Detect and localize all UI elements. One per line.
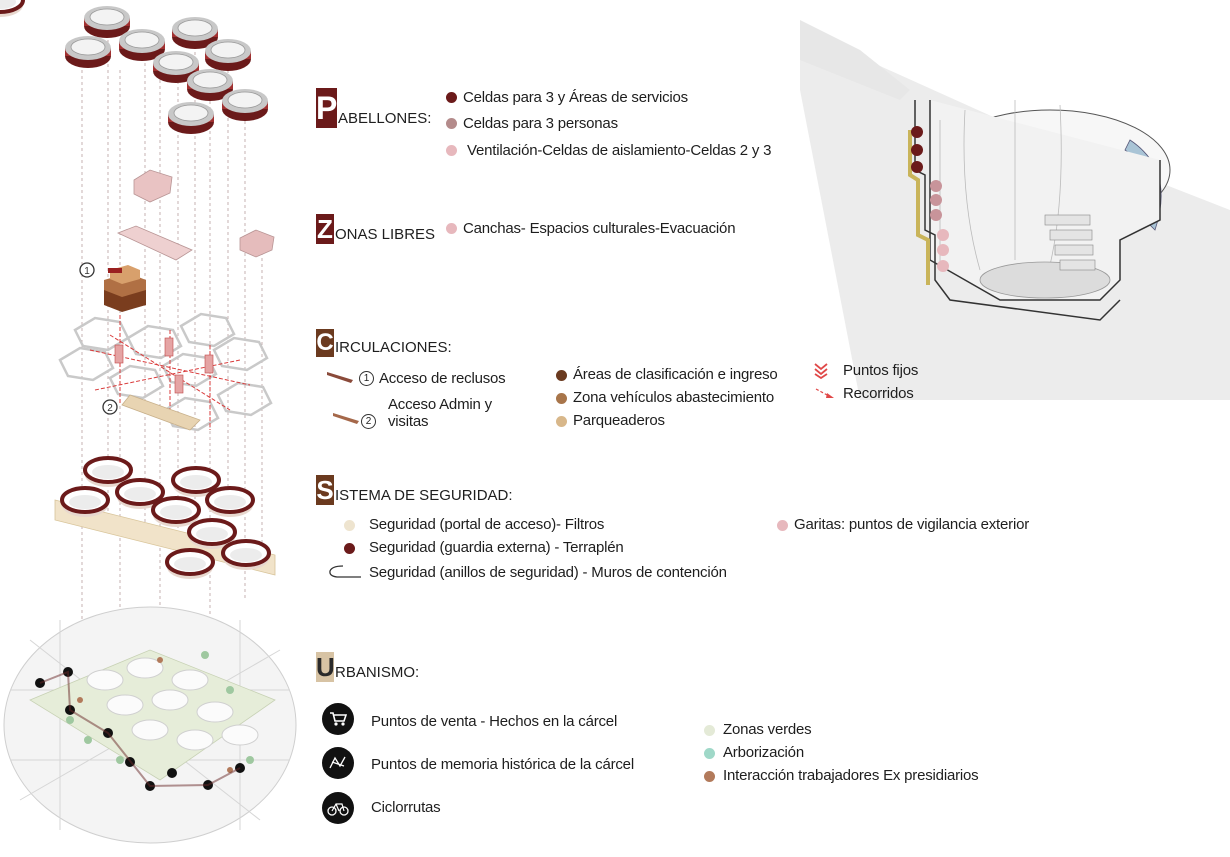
urbanismo-icon-label-1: Puntos de venta - Hechos en la cárcel <box>371 713 618 730</box>
circulaciones-heading: C IRCULACIONES: <box>316 329 452 357</box>
legend-dot-pink <box>446 145 457 156</box>
legend-dot-free-zone <box>446 223 457 234</box>
security-rings-layer <box>0 0 276 576</box>
urban-base-plan <box>3 606 297 844</box>
routes-icon <box>815 388 834 398</box>
memory-icon <box>322 747 354 779</box>
routes-label: Recorridos <box>843 385 914 402</box>
urbanismo-zone-2: Arborización <box>723 744 804 761</box>
garitas-label: Garitas: puntos de vigilancia exterior <box>794 516 1030 533</box>
legend-dot-guard <box>344 543 355 554</box>
marker-1: 1 <box>79 262 95 278</box>
legend-dot-cream <box>344 520 355 531</box>
zonas-title: ONAS LIBRES <box>335 226 436 243</box>
legend-dot-wine <box>446 92 457 103</box>
pabellones-item-2: Celdas para 3 personas <box>463 115 618 132</box>
access-block <box>104 265 146 312</box>
pabellones-item-1: Celdas para 3 y Áreas de servicios <box>463 89 688 106</box>
legend-dot-green-light <box>704 725 715 736</box>
circ-area-2: Zona vehículos abastecimiento <box>573 389 774 406</box>
circ-area-1: Áreas de clasificación e ingreso <box>573 366 778 383</box>
urbanismo-title: RBANISMO: <box>335 664 420 681</box>
legend-dot-brown-mid <box>556 393 567 404</box>
circulaciones-initial: C <box>316 329 334 357</box>
circ-area-3: Parqueaderos <box>573 412 665 429</box>
legend-dot-garitas <box>777 520 788 531</box>
urbanismo-initial: U <box>316 652 335 682</box>
marker-1-label: 1 <box>84 266 90 277</box>
zonas-heading: Z ONAS LIBRES <box>316 214 435 244</box>
cart-icon <box>322 703 354 735</box>
access-1-number: 1 <box>359 371 374 386</box>
circulation-hex-layer <box>58 312 273 432</box>
fixed-points-icon <box>814 363 828 379</box>
free-zone-pieces <box>116 169 275 261</box>
fixed-points <box>114 337 214 394</box>
seguridad-initial: S <box>316 475 334 505</box>
urbanismo-icon-label-2: Puntos de memoria histórica de la cárcel <box>371 756 634 773</box>
seguridad-title: ISTEMA DE SEGURIDAD: <box>335 487 513 504</box>
seguridad-item-3: Seguridad (anillos de seguridad) - Muros… <box>369 564 727 581</box>
legend-dot-teal <box>704 748 715 759</box>
urbanismo-zone-1: Zonas verdes <box>723 721 812 738</box>
circulaciones-title: IRCULACIONES: <box>335 339 452 356</box>
legend-dot-clay <box>704 771 715 782</box>
exploded-axonometric-diagram: 1 2 <box>0 0 297 844</box>
marker-2: 2 <box>102 399 118 415</box>
legend-dot-brown-dark <box>556 370 567 381</box>
urbanismo-heading: U RBANISMO: <box>316 652 419 682</box>
section-cell-dots <box>911 126 949 272</box>
pavilion-section-drawing <box>800 20 1230 400</box>
access-arrow-1-icon <box>327 372 353 383</box>
fixed-points-label: Puntos fijos <box>843 362 919 379</box>
security-ring-icon <box>329 565 361 578</box>
urbanismo-zone-3: Interacción trabajadores Ex presidiarios <box>723 767 979 784</box>
pabellones-heading: P ABELLONES: <box>316 88 431 128</box>
pabellones-item-3: Ventilación-Celdas de aislamiento-Celdas… <box>467 142 772 159</box>
bicycle-icon <box>322 792 354 824</box>
access-1-label: Acceso de reclusos <box>379 370 506 387</box>
access-2-number: 2 <box>361 414 376 429</box>
marker-2-label: 2 <box>107 403 113 414</box>
pabellones-initial: P <box>316 88 338 128</box>
zonas-item-1: Canchas- Espacios culturales-Evacuación <box>463 220 736 237</box>
legend-dot-mauve <box>446 118 457 129</box>
zonas-initial: Z <box>316 214 334 244</box>
access-2-label: Acceso Admin y visitas <box>388 396 492 430</box>
seguridad-item-1: Seguridad (portal de acceso)- Filtros <box>369 516 605 533</box>
seguridad-item-2: Seguridad (guardia externa) - Terraplén <box>369 539 624 556</box>
access-path <box>121 394 201 431</box>
access-arrow-2-icon <box>333 413 359 424</box>
legend-dot-tan <box>556 416 567 427</box>
urbanismo-icon-label-3: Ciclorrutas <box>371 799 441 816</box>
seguridad-heading: S ISTEMA DE SEGURIDAD: <box>316 475 513 505</box>
pabellones-title: ABELLONES: <box>338 110 432 127</box>
